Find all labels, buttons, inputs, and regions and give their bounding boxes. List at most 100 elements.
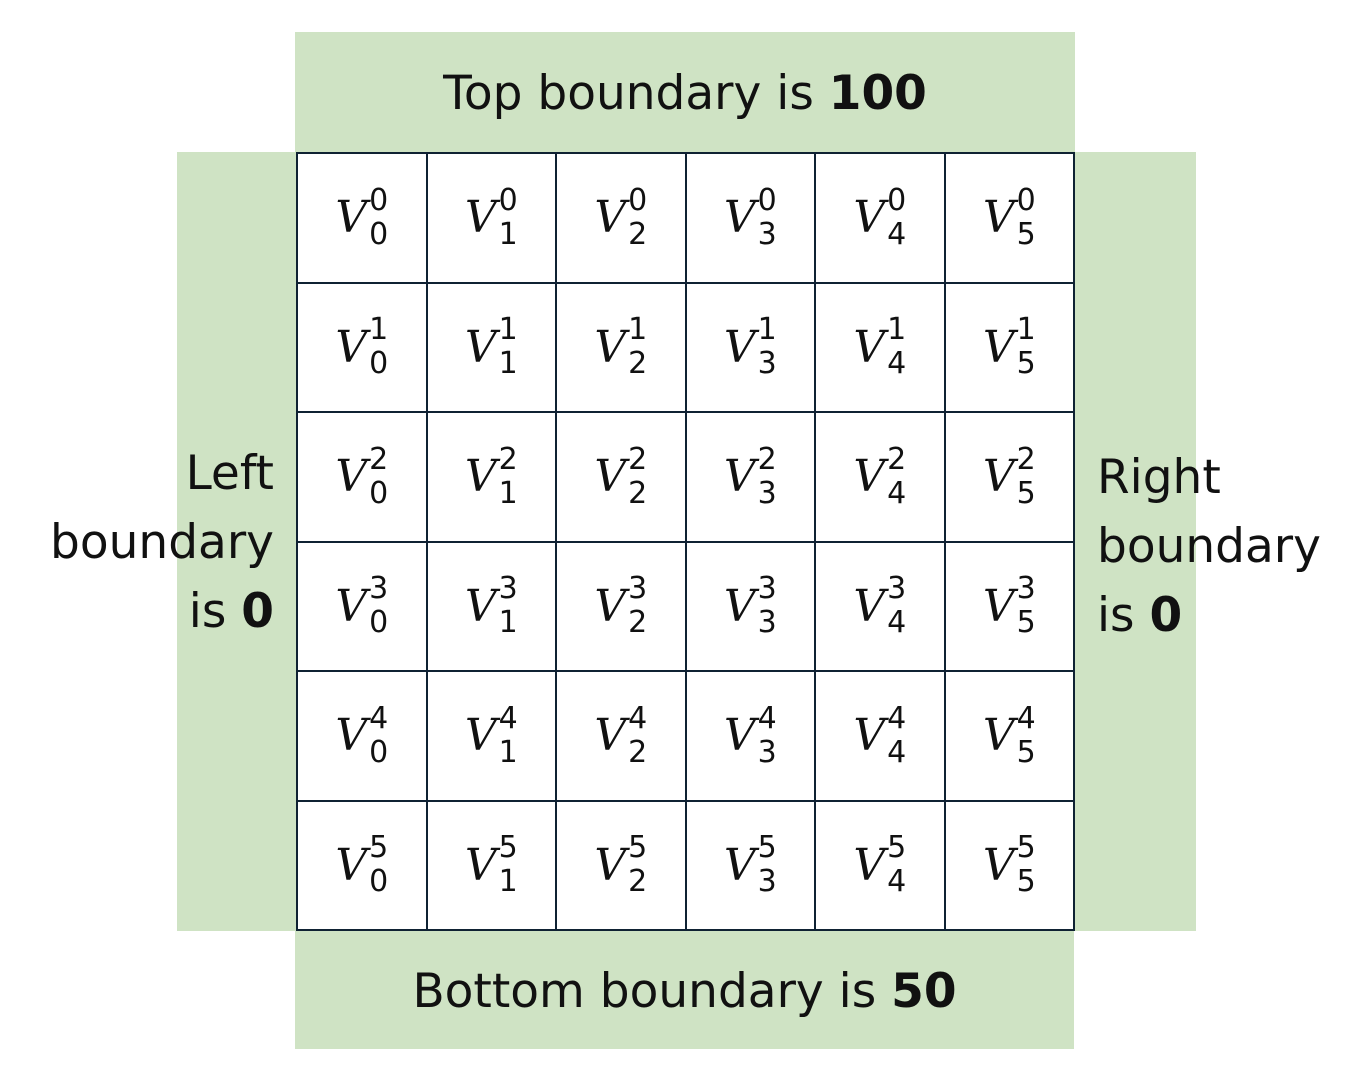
column-index: 4 — [887, 475, 907, 511]
variable-symbol: V — [982, 321, 1015, 373]
variable-symbol: V — [723, 839, 756, 891]
column-index: 4 — [887, 216, 907, 252]
variable-symbol: V — [594, 839, 627, 891]
row-index: 1 — [1016, 312, 1036, 348]
row-index: 0 — [887, 182, 907, 218]
top-boundary-band — [295, 32, 1075, 153]
variable-symbol: V — [464, 451, 497, 503]
variable-symbol: V — [853, 710, 886, 762]
bottom-boundary-value: 50 — [891, 964, 957, 1019]
left-boundary-band — [177, 152, 297, 931]
column-index: 3 — [757, 346, 777, 382]
column-index: 3 — [757, 216, 777, 252]
variable-symbol: V — [982, 710, 1015, 762]
row-index: 1 — [757, 312, 777, 348]
row-index: 2 — [628, 441, 648, 477]
row-index: 2 — [369, 441, 389, 477]
row-index: 3 — [887, 571, 907, 607]
row-index: 2 — [498, 441, 518, 477]
variable-symbol: V — [335, 192, 368, 244]
column-index: 5 — [1016, 605, 1036, 641]
row-index: 0 — [628, 182, 648, 218]
column-index: 1 — [498, 864, 518, 900]
column-index: 3 — [757, 475, 777, 511]
row-index: 1 — [369, 312, 389, 348]
row-index: 1 — [887, 312, 907, 348]
column-index: 0 — [369, 734, 389, 770]
left-boundary-value: 0 — [241, 584, 274, 639]
column-index: 2 — [628, 475, 648, 511]
left-boundary-label: Left boundary is 0 — [50, 446, 274, 639]
right-boundary-label: Right boundary is 0 — [1097, 450, 1321, 643]
bottom-boundary-band — [295, 929, 1074, 1049]
variable-symbol: V — [982, 451, 1015, 503]
variable-symbol: V — [723, 710, 756, 762]
variable-symbol: V — [853, 839, 886, 891]
variable-symbol: V — [982, 192, 1015, 244]
column-index: 4 — [887, 734, 907, 770]
column-index: 4 — [887, 864, 907, 900]
column-index: 2 — [628, 864, 648, 900]
variable-symbol: V — [723, 580, 756, 632]
variable-symbol: V — [464, 192, 497, 244]
variable-symbol: V — [335, 580, 368, 632]
variable-symbol: V — [464, 710, 497, 762]
column-index: 3 — [757, 605, 777, 641]
row-index: 3 — [628, 571, 648, 607]
row-index: 4 — [1016, 700, 1036, 736]
row-index: 5 — [498, 830, 518, 866]
column-index: 2 — [628, 734, 648, 770]
column-index: 0 — [369, 864, 389, 900]
row-index: 3 — [369, 571, 389, 607]
variable-symbol: V — [464, 321, 497, 373]
top-boundary-value: 100 — [828, 66, 927, 121]
column-index: 1 — [498, 734, 518, 770]
row-index: 5 — [628, 830, 648, 866]
variable-symbol: V — [982, 839, 1015, 891]
row-index: 4 — [757, 700, 777, 736]
row-index: 3 — [498, 571, 518, 607]
variable-symbol: V — [464, 580, 497, 632]
column-index: 2 — [628, 346, 648, 382]
